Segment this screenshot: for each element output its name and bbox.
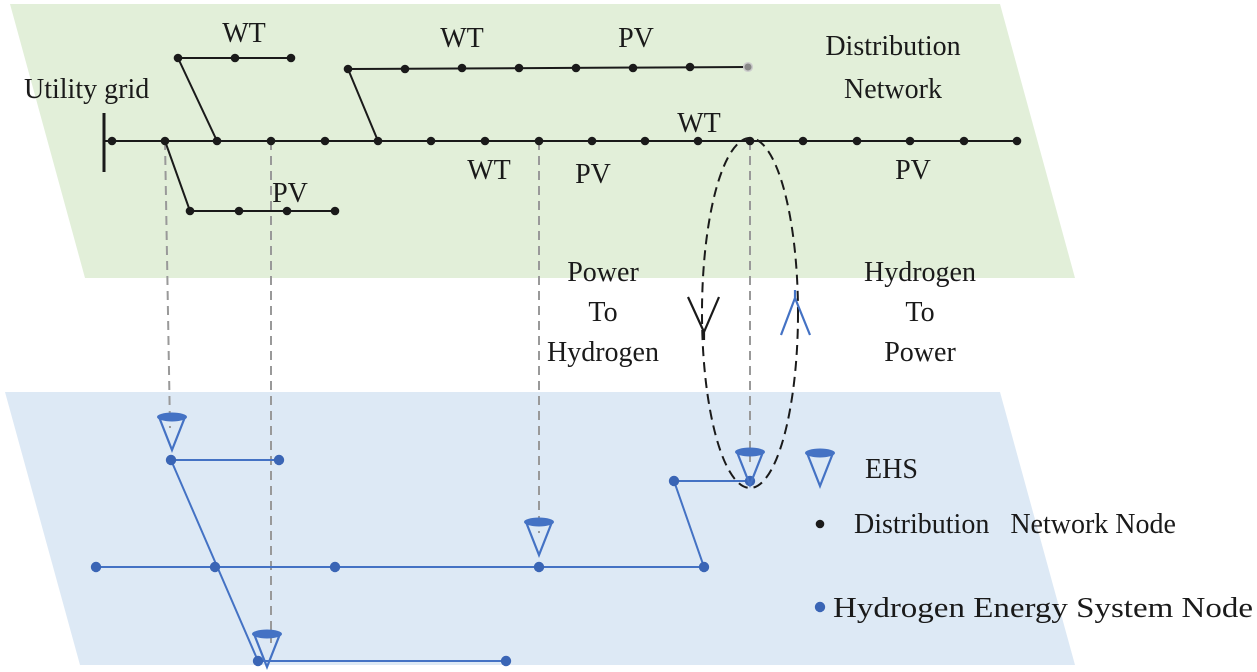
dn-node (798, 136, 808, 146)
dn-node (343, 64, 353, 74)
distribution-nodes (107, 53, 1022, 216)
dn-node (230, 53, 240, 63)
legend-hes-node-icon (814, 601, 826, 613)
dn-node (160, 136, 170, 146)
hes-node (273, 454, 285, 466)
hes-node (533, 561, 545, 573)
pv-label-2: PV (575, 159, 611, 190)
h2p-label-3: Power (884, 337, 956, 368)
wt-label-1: WT (222, 18, 266, 49)
legend-dn-node-icon (815, 519, 825, 529)
up-arrow-icon (779, 290, 812, 336)
wt-label-4: WT (467, 155, 511, 186)
dn-node (959, 136, 969, 146)
h2p-label-1: Hydrogen (864, 257, 976, 288)
hes-node (90, 561, 102, 573)
plane-links (164, 140, 751, 643)
dn-node (212, 136, 222, 146)
exchange-loop (701, 137, 799, 489)
h2p-label-2: To (905, 297, 934, 328)
dn-node-end (742, 61, 754, 73)
dn-node (173, 53, 183, 63)
dn-node (480, 136, 490, 146)
dn-node (330, 206, 340, 216)
dn-node (571, 63, 581, 73)
dn-node (426, 136, 436, 146)
dn-node (457, 63, 467, 73)
hes-branch-left (169, 459, 506, 662)
link-1 (164, 140, 171, 429)
hes-node (165, 454, 177, 466)
dn-node (628, 63, 638, 73)
hes-node (209, 561, 221, 573)
dn-node (640, 136, 650, 146)
p2h-label-2: To (588, 297, 617, 328)
p2h-label-3: Hydrogen (547, 337, 659, 368)
dn-node (373, 136, 383, 146)
legend-dn-node-label: Distribution Network Node (854, 509, 1176, 540)
distribution-network-label-1: Distribution (825, 31, 960, 62)
pv-label-3: PV (895, 155, 931, 186)
dn-node (587, 136, 597, 146)
hes-node (500, 655, 512, 667)
hes-node (252, 655, 264, 667)
dn-node (852, 136, 862, 146)
hes-node (329, 561, 341, 573)
hes-node (698, 561, 710, 573)
dn-node (534, 136, 544, 146)
distribution-network-label-2: Network (844, 74, 942, 105)
dn-node (400, 64, 410, 74)
utility-grid-label: Utility grid (24, 74, 149, 105)
legend-hes-node-label: Hydrogen Energy System Node (833, 593, 1253, 624)
dn-node (107, 136, 117, 146)
wt-label-3: WT (677, 108, 721, 139)
dn-node (266, 136, 276, 146)
down-arrow-icon (686, 296, 721, 340)
legend-ehs-label: EHS (865, 454, 918, 485)
legend: EHS Distribution Network Node Hydrogen E… (803, 447, 1253, 624)
dn-node (185, 206, 195, 216)
dn-node (514, 63, 524, 73)
dn-node (234, 206, 244, 216)
dn-node (320, 136, 330, 146)
dn-node (1012, 136, 1022, 146)
pv-label-1: PV (618, 23, 654, 54)
hes-node (668, 475, 680, 487)
dn-node (905, 136, 915, 146)
p2h-label-1: Power (567, 257, 639, 288)
pv-label-4: PV (272, 178, 308, 209)
wt-label-2: WT (440, 23, 484, 54)
dn-node (685, 62, 695, 72)
dn-node (286, 53, 296, 63)
